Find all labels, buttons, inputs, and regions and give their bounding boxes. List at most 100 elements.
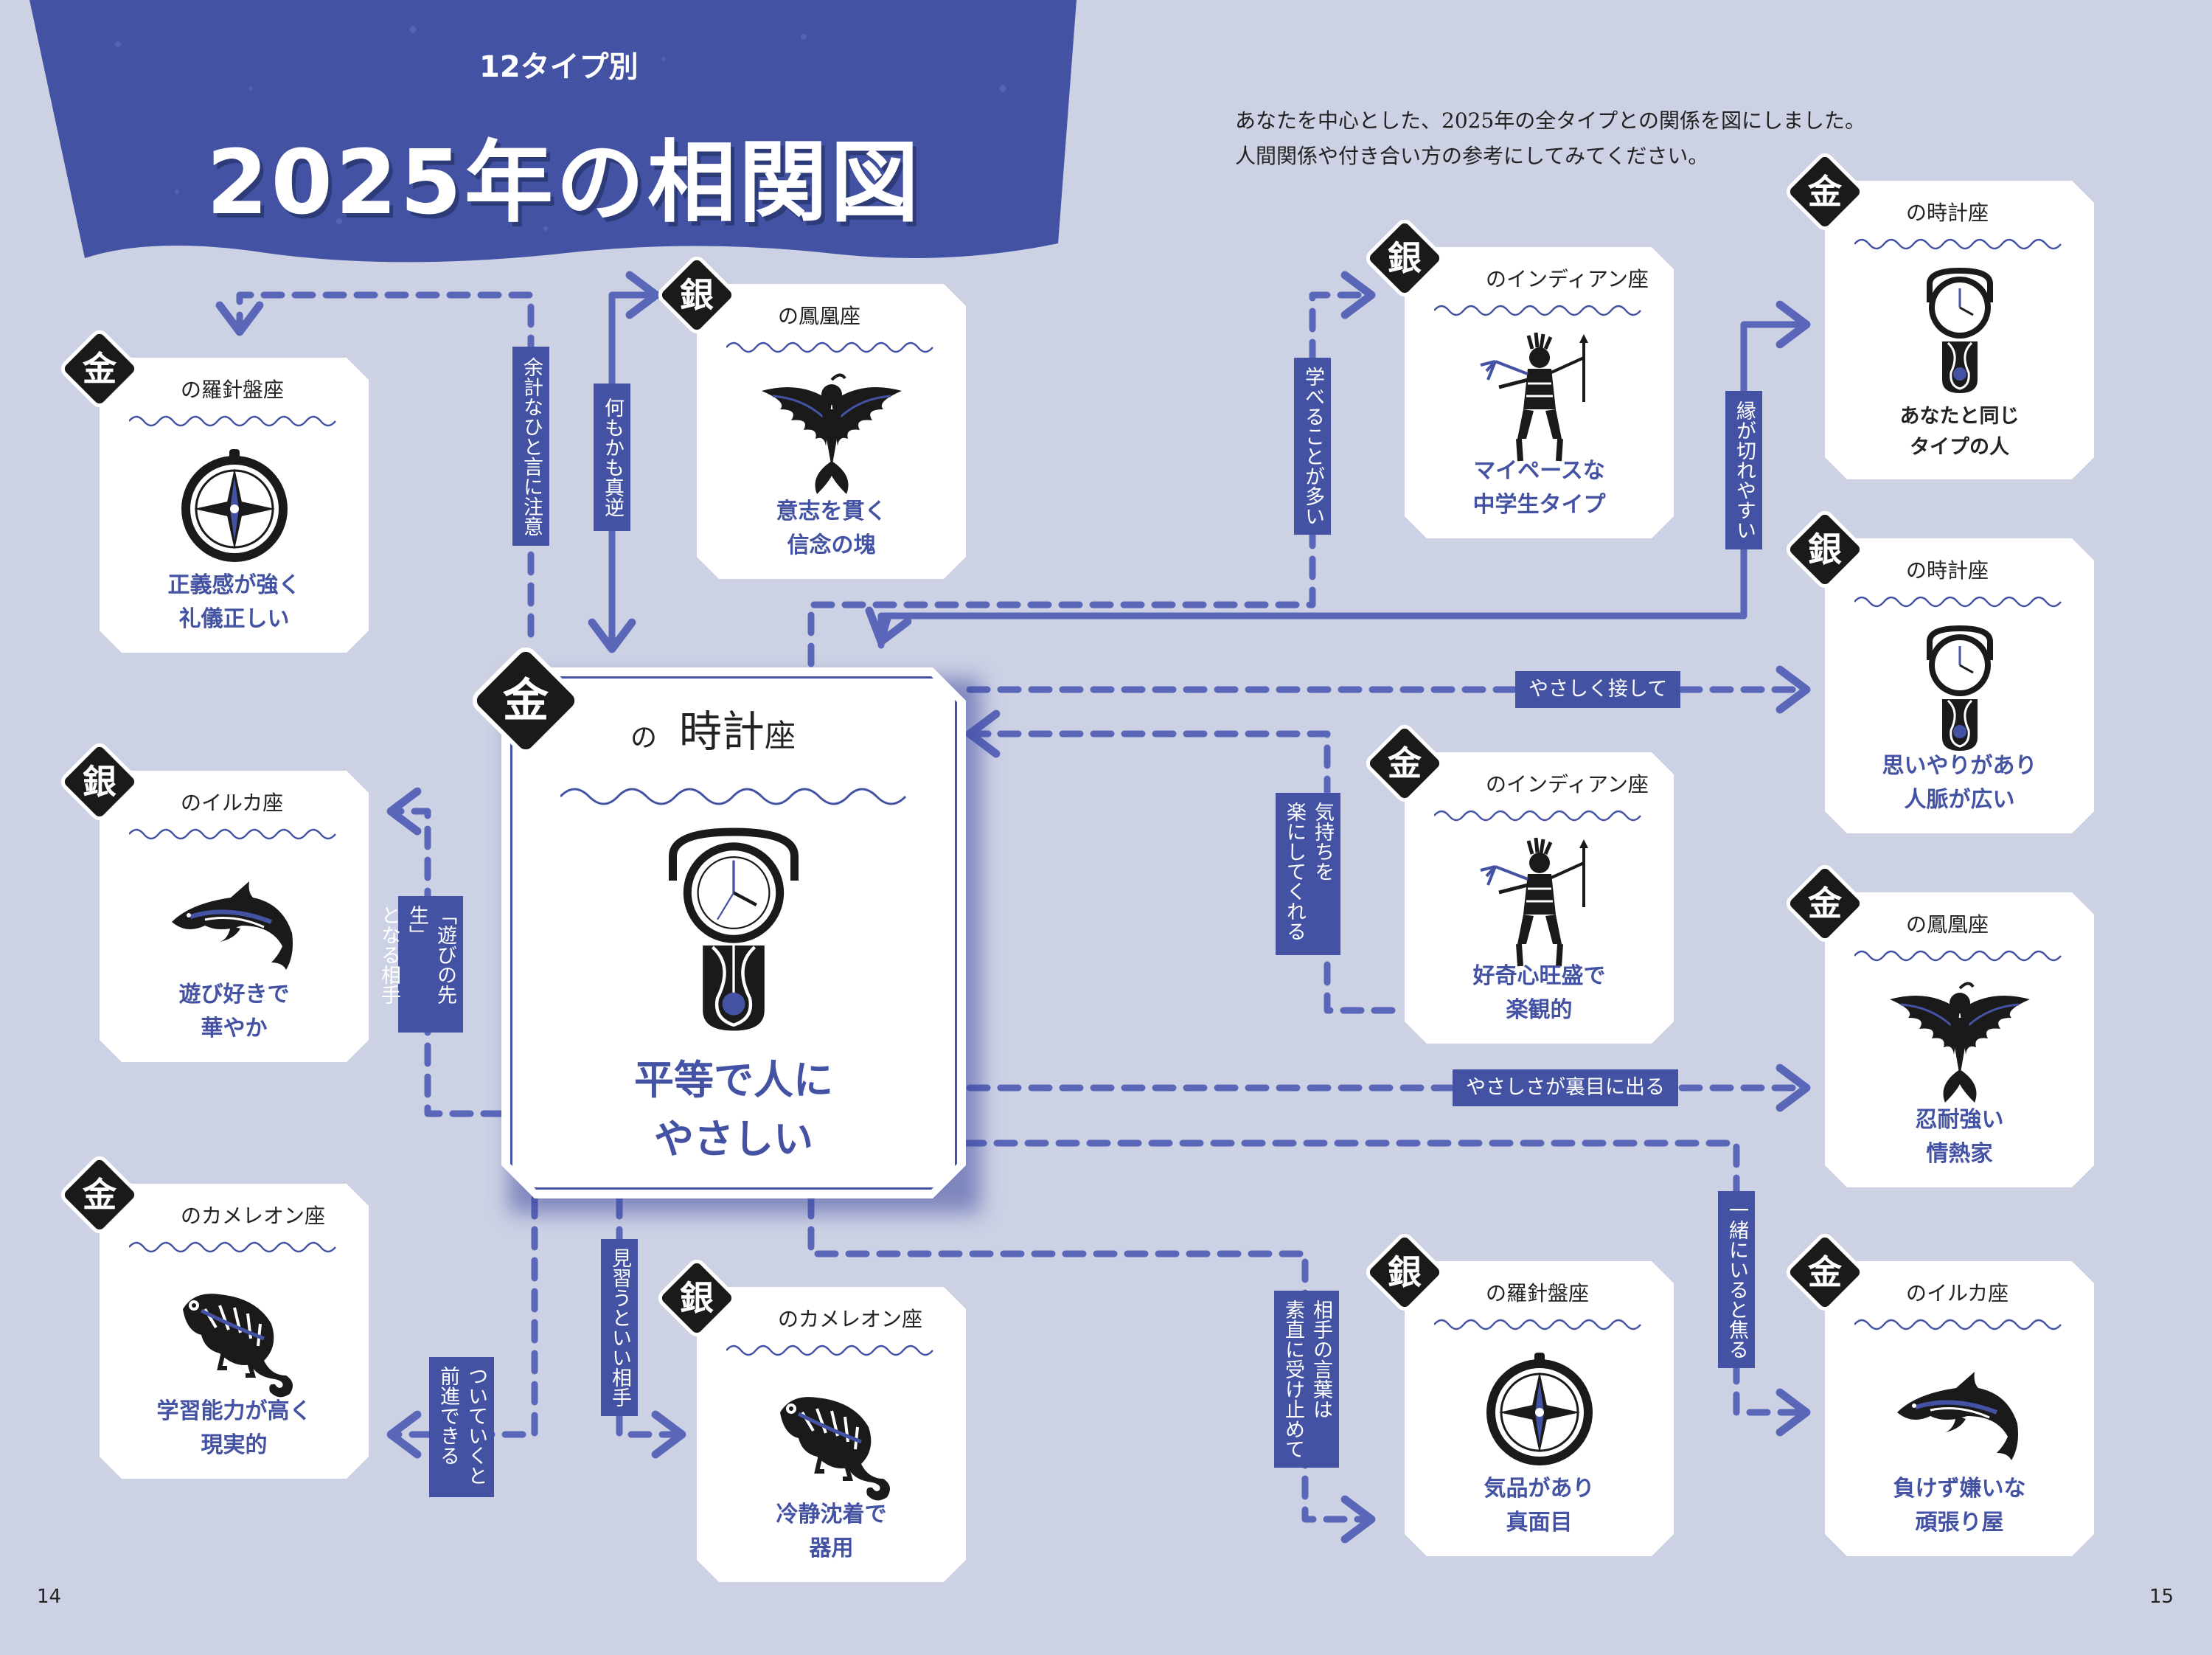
type-badge-kin-tokei: 金 <box>1784 151 1865 232</box>
card-wave-divider <box>1434 805 1644 823</box>
label-tsuite-line-2: 前進できる <box>437 1366 459 1465</box>
banner-subtitle: 12タイプ別 <box>479 50 639 84</box>
card-type-name: のインディアン座 <box>1486 267 1649 291</box>
card-desc-line: 真面目 <box>1506 1510 1573 1536</box>
label-asobi: 「遊びの先生」 となる相手 <box>378 896 463 1033</box>
label-asobi-line-2: となる相手 <box>378 905 400 1005</box>
card-desc-line: 思いやりがあり <box>1882 753 2037 779</box>
type-badge-kin-houou: 金 <box>1784 863 1865 944</box>
center-card-frame <box>510 676 957 1190</box>
card-desc-line: 中学生タイプ <box>1472 492 1606 518</box>
card-type-name: の時計座 <box>1906 558 1989 583</box>
label-yasashisa: やさしさが裏目に出る <box>1453 1069 1678 1106</box>
card-desc-line: マイペースな <box>1473 458 1605 484</box>
type-badge-kin-indian: 金 <box>1364 723 1445 804</box>
card-desc-line: 礼儀正しい <box>178 606 290 632</box>
card-wave-divider <box>1434 1314 1644 1332</box>
label-issho: 一緒にいると焦る <box>1718 1191 1755 1368</box>
card-type-name: のカメレオン座 <box>181 1204 326 1228</box>
indian-icon <box>1466 833 1613 974</box>
label-yokei: 余計なひと言に注意 <box>512 347 549 546</box>
card-type-name: の羅針盤座 <box>1486 1281 1590 1305</box>
card-desc-line: 遊び好きで <box>178 982 290 1007</box>
type-badge-gin-chameleon: 銀 <box>656 1257 737 1339</box>
card-desc-line: 器用 <box>809 1536 854 1561</box>
intro-line-2: 人間関係や付き合い方の参考にしてみてください。 <box>1235 144 1709 168</box>
card-desc-line: 頑張り屋 <box>1915 1510 2004 1536</box>
card-wave-divider <box>1854 946 2065 963</box>
card-desc-line: 冷静沈着で <box>776 1502 887 1527</box>
card-type-name: の時計座 <box>1906 201 1989 225</box>
card-wave-divider <box>129 1237 339 1255</box>
type-card-kin-chameleon: のカメレオン座学習能力が高く現実的 <box>100 1184 369 1479</box>
label-tsuite: ついていくと 前進できる <box>429 1357 494 1497</box>
pendulum-clock-icon <box>1886 262 2034 402</box>
badge-text: 金 <box>1388 743 1422 783</box>
type-card-kin-tokei: の時計座あなたと同じタイプの人 <box>1825 181 2094 479</box>
card-type-description: 気品があり真面目 <box>1405 1472 1674 1540</box>
card-desc-line: 意志を貫く <box>776 499 887 524</box>
card-wave-divider <box>726 1340 936 1358</box>
page-number-right: 15 <box>2149 1586 2174 1608</box>
card-type-description: 学習能力が高く現実的 <box>100 1395 369 1463</box>
type-badge-kin-rashinban: 金 <box>59 328 140 409</box>
label-tsuite-line-1: ついていくと <box>465 1366 487 1485</box>
type-card-gin-chameleon: のカメレオン座冷静沈着で器用 <box>697 1287 966 1582</box>
badge-text: 銀 <box>83 762 116 802</box>
compass-icon <box>1466 1342 1613 1482</box>
pendulum-clock-icon <box>653 822 815 1036</box>
type-card-kin-rashinban: の羅針盤座正義感が強く礼儀正しい <box>100 358 369 653</box>
card-wave-divider <box>1854 591 2065 609</box>
card-desc-line: 忍耐強い <box>1915 1107 2004 1133</box>
card-wave-divider <box>1854 1314 2065 1332</box>
type-card-kin-houou: の鳳凰座忍耐強い情熱家 <box>1825 892 2094 1187</box>
dolphin-icon <box>1886 1342 2034 1482</box>
card-type-name: のイルカ座 <box>181 791 284 815</box>
label-aite-line-2: 素直に受け止めて <box>1281 1300 1304 1459</box>
pendulum-clock-icon <box>1886 620 2034 760</box>
type-card-gin-rashinban: の羅針盤座気品があり真面目 <box>1405 1261 1674 1556</box>
card-type-description: 負けず嫌いな頑張り屋 <box>1825 1472 2094 1540</box>
card-type-name: の鳳凰座 <box>1906 912 1989 937</box>
dolphin-icon <box>161 852 308 992</box>
phoenix-icon <box>758 365 905 505</box>
label-manabu: 学べることが多い <box>1294 358 1331 535</box>
badge-text: 金 <box>83 1175 116 1215</box>
card-desc-line: 現実的 <box>201 1432 268 1458</box>
type-card-gin-tokei: の時計座思いやりがあり人脈が広い <box>1825 538 2094 833</box>
center-name-za: 座 <box>765 718 796 754</box>
center-badge-text: 金 <box>502 673 549 727</box>
card-type-description: 好奇心旺盛で楽観的 <box>1405 960 1674 1027</box>
label-aite-line-1: 相手の言葉は <box>1310 1300 1332 1419</box>
card-desc-line: 好奇心旺盛で <box>1472 963 1606 989</box>
center-wave <box>560 778 907 808</box>
card-type-description: 遊び好きで華やか <box>100 978 369 1046</box>
card-wave-divider <box>726 337 936 355</box>
card-desc-line: 学習能力が高く <box>156 1398 312 1424</box>
type-badge-gin-rashinban: 銀 <box>1364 1232 1445 1313</box>
card-wave-divider <box>129 411 339 429</box>
center-desc-line-2: やさしい <box>654 1116 813 1162</box>
card-type-description: 冷静沈着で器用 <box>697 1498 966 1566</box>
label-en: 縁が切れやすい <box>1725 391 1762 549</box>
chameleon-icon <box>758 1368 905 1508</box>
type-badge-gin-houou: 銀 <box>656 254 737 336</box>
center-name-no: の <box>630 723 658 753</box>
badge-text: 金 <box>1808 884 1842 923</box>
card-type-name: のインディアン座 <box>1486 772 1649 797</box>
chameleon-icon <box>161 1265 308 1405</box>
card-desc-line: あなたと同じ <box>1899 405 2020 428</box>
card-type-name: のカメレオン座 <box>778 1307 923 1331</box>
card-type-name: のイルカ座 <box>1906 1281 2009 1305</box>
badge-text: 銀 <box>1388 238 1422 278</box>
card-desc-line: 正義感が強く <box>167 572 301 598</box>
card-desc-line: 人脈が広い <box>1904 787 2015 813</box>
label-asobi-line-1: 「遊びの先生」 <box>406 905 456 1005</box>
card-wave-divider <box>129 824 339 842</box>
compass-icon <box>161 439 308 579</box>
badge-text: 銀 <box>1808 530 1842 569</box>
type-badge-kin-chameleon: 金 <box>59 1154 140 1235</box>
card-desc-line: 負けず嫌いな <box>1893 1476 2026 1502</box>
card-wave-divider <box>1434 300 1644 318</box>
